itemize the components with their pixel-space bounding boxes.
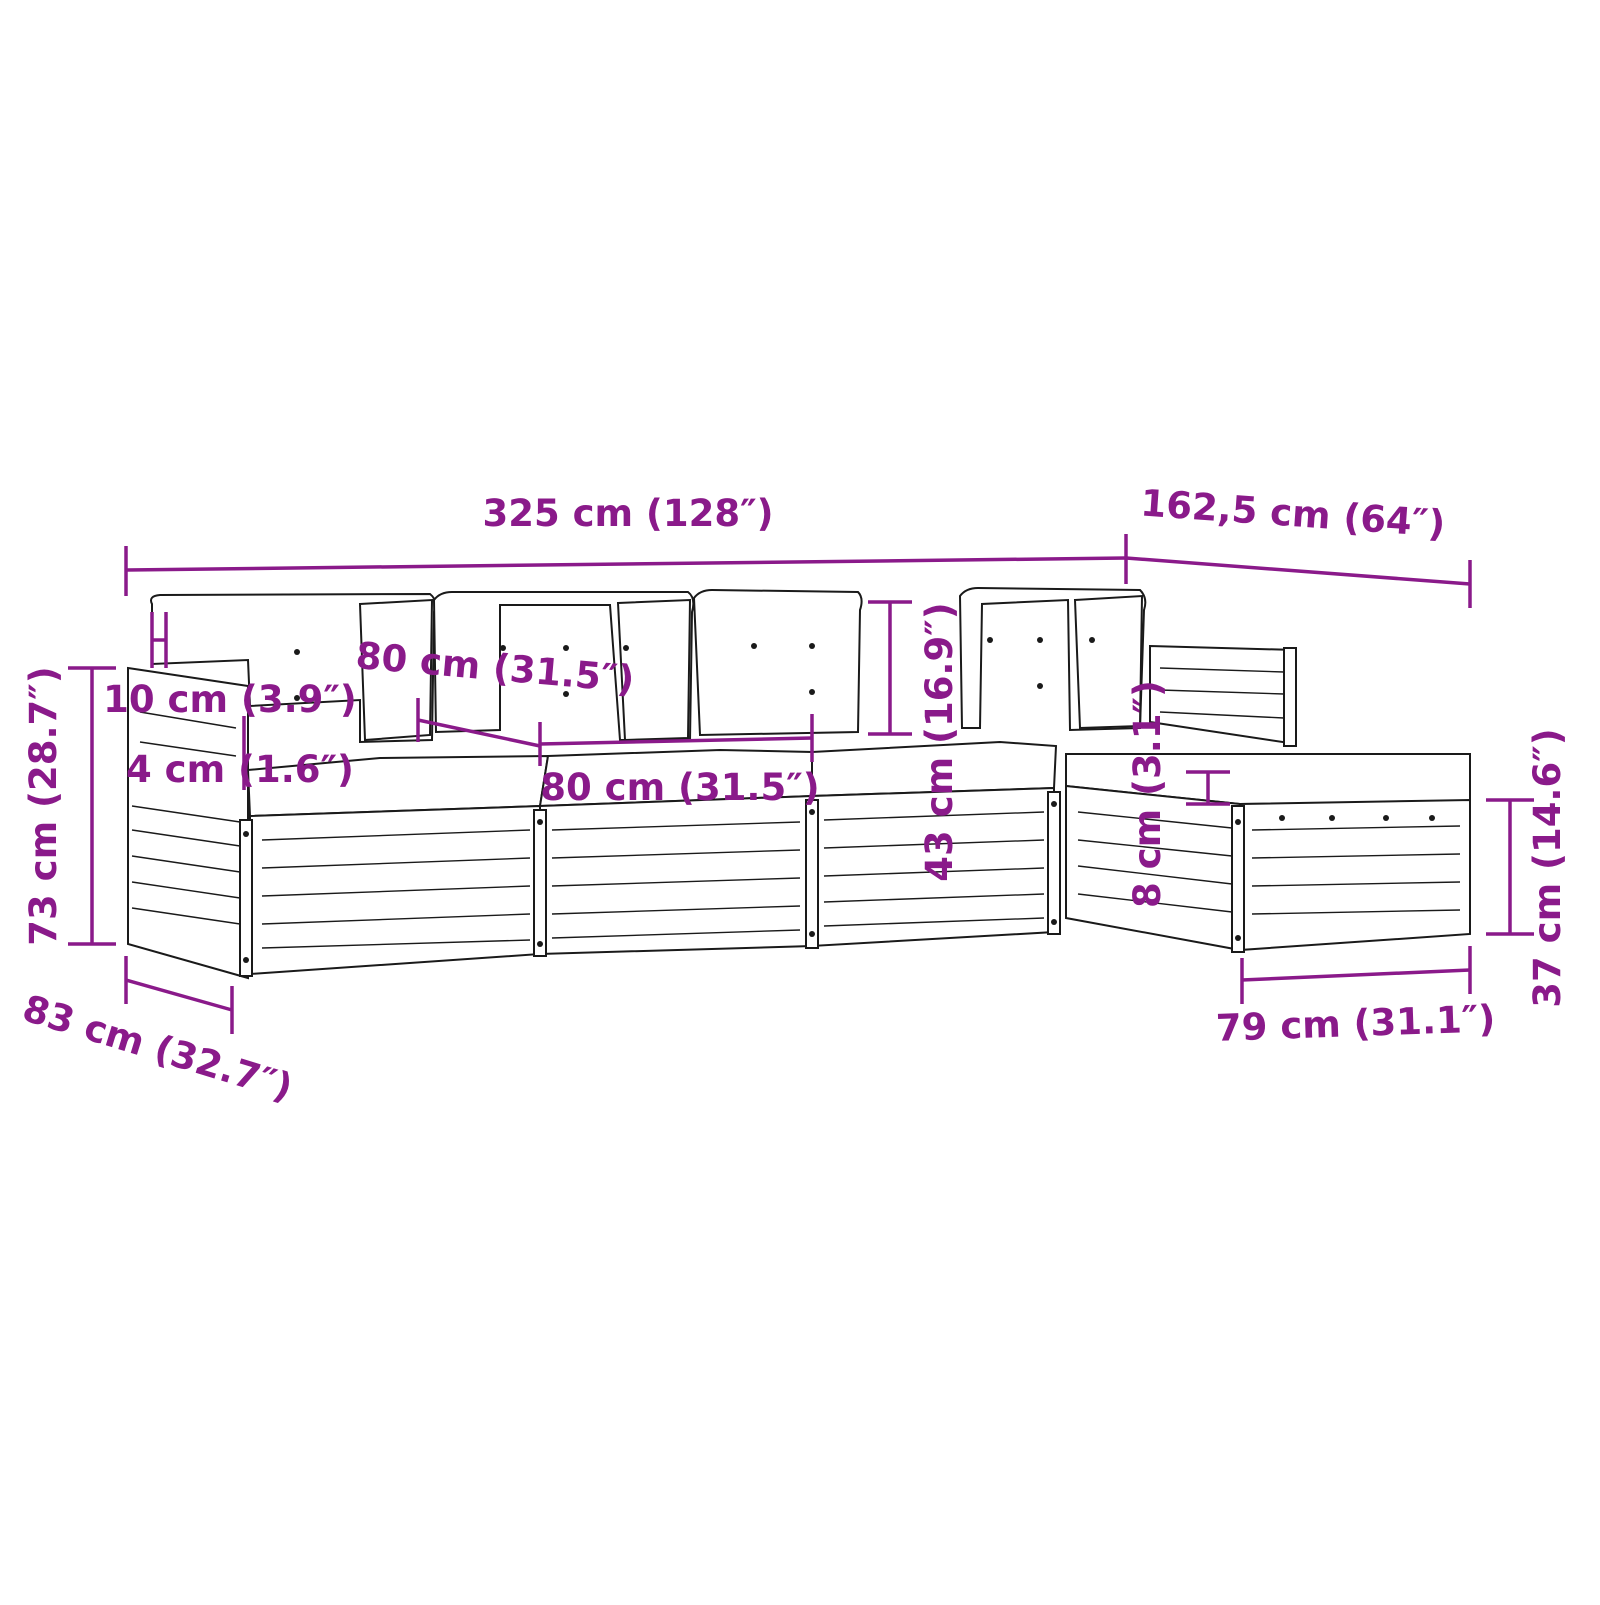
back-cushions [150, 586, 1147, 744]
label-ottoman-depth-span: 162,5 cm (64″) [1139, 481, 1446, 545]
ottoman-and-corner [1065, 644, 1471, 953]
label-ottoman-width: 79 cm (31.1″) [1215, 997, 1496, 1050]
label-total-height: 73 cm (28.7″) [22, 666, 65, 945]
left-armrest [127, 666, 249, 980]
label-backrest-height: 43 cm (16.9″) [918, 602, 961, 881]
sofa-set-drawing [127, 586, 1471, 980]
label-total-width: 325 cm (128″) [482, 492, 773, 535]
label-cushion-thickness: 4 cm (1.6″) [126, 748, 354, 791]
label-depth: 83 cm (32.7″) [18, 987, 298, 1110]
label-ottoman-height: 37 cm (14.6″) [1526, 728, 1569, 1007]
dimension-lines [68, 534, 1534, 1034]
label-seat-cushion-height: 8 cm (3.1″) [1126, 680, 1169, 908]
seat-cushions [246, 740, 1471, 818]
sofa-frames [239, 786, 1061, 977]
label-middle-seat-width: 80 cm (31.5″) [540, 766, 819, 809]
label-armrest-width: 10 cm (3.9″) [103, 678, 357, 721]
